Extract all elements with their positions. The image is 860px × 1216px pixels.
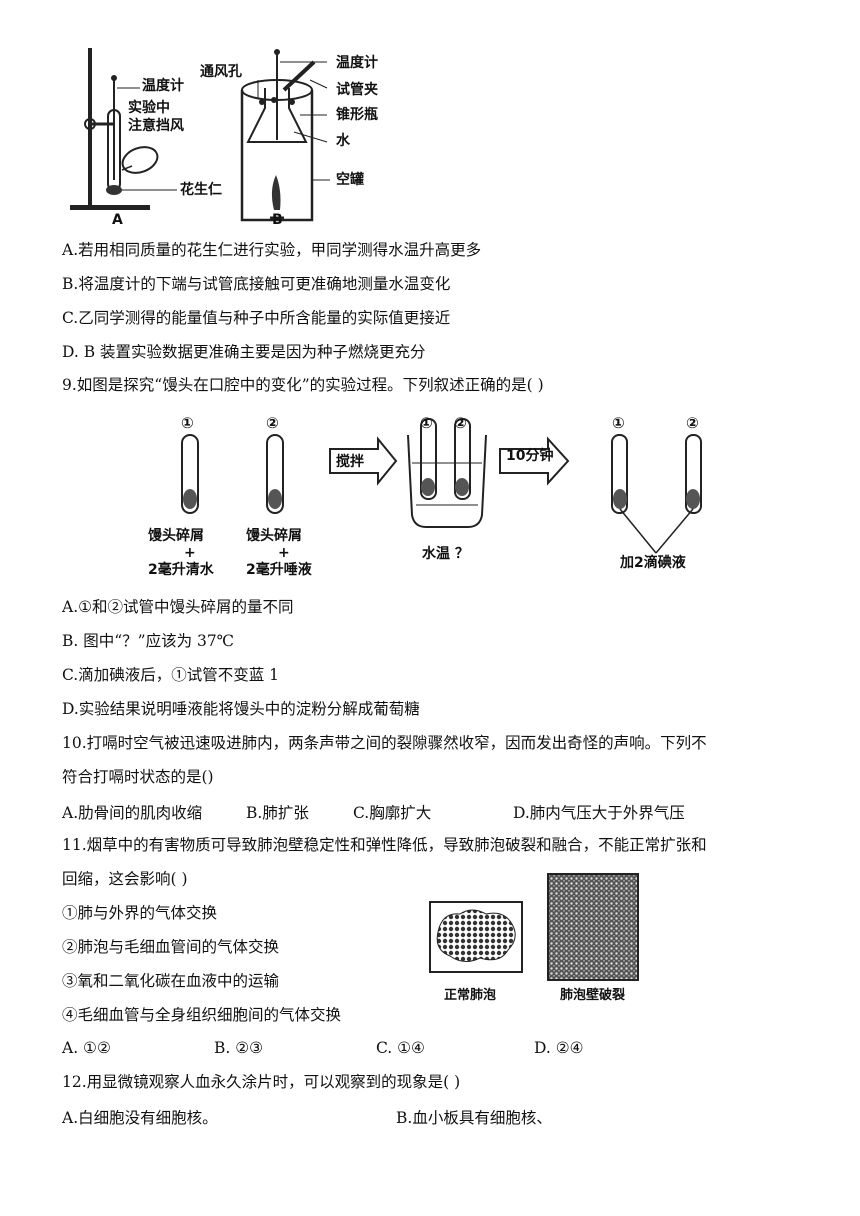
tube2-label-saliva: 2毫升唾液 [246,562,312,578]
q11-item-3: ③氧和二氧化碳在血液中的运输 [62,972,280,990]
fig8-b-vent-label: 通风孔 [200,64,242,80]
alveoli-figure [429,873,639,981]
fig8-a-caption: A [112,212,123,228]
q12-option-a: A.白细胞没有细胞核。 [62,1109,218,1127]
fig8-a-peanut-label: 花生仁 [180,182,222,198]
stir-arrow-label: 搅拌 [336,454,364,470]
q10-option-a: A.肋骨间的肌肉收缩 [62,804,203,822]
tube2-number-label: ② [266,414,279,432]
q11-item-2: ②肺泡与毛细血管间的气体交换 [62,938,280,956]
fig8-b-caption: B [272,212,283,228]
q11-item-4: ④毛细血管与全身组织细胞间的气体交换 [62,1006,342,1024]
q12-option-b: B.血小板具有细胞核、 [396,1109,552,1127]
q8-option-d: D. B 装置实验数据更准确主要是因为种子燃烧更充分 [62,343,426,361]
fig8-b-thermometer-label: 温度计 [336,55,378,71]
beaker-tube1-number: ① [420,414,433,432]
q9-option-b: B. 图中“？”应该为 37℃ [62,632,235,650]
q9-option-d: D.实验结果说明唾液能将馒头中的淀粉分解成葡萄糖 [62,700,420,718]
broken-alveoli-label: 肺泡壁破裂 [560,988,626,1003]
normal-alveoli-label: 正常肺泡 [444,988,497,1003]
tube1-number-label: ① [181,414,194,432]
q10-stem-line1: 10.打嗝时空气被迅速吸进肺内，两条声带之间的裂隙骤然收窄，因而发出奇怪的声响。… [62,734,707,752]
q9-option-c: C.滴加碘液后，①试管不变蓝 1 [62,666,280,684]
fig8-a-thermometer-label: 温度计 [142,78,184,94]
q10-option-b: B.肺扩张 [246,804,309,822]
q11-item-1: ①肺与外界的气体交换 [62,904,218,922]
q8-option-c: C.乙同学测得的能量值与种子中所含能量的实际值更接近 [62,309,451,327]
tube1-plus: + [184,545,196,561]
q9-option-a: A.①和②试管中馒头碎屑的量不同 [62,598,294,616]
fig8-b-water-label: 水 [336,133,350,149]
fig8-a-note1-label: 实验中 [128,100,170,116]
q10-stem-line2: 符合打嗝时状态的是() [62,768,214,786]
saliva-experiment-figure [181,418,702,554]
q8-option-a: A.若用相同质量的花生仁进行实验，甲同学测得水温升高更多 [62,241,482,259]
fig8-b-can-label: 空罐 [336,172,364,188]
q11-option-b: B. ②③ [214,1039,264,1057]
fig8-b-flask-label: 锥形瓶 [336,107,378,123]
fig8-b-clamp-label: 试管夹 [336,82,378,98]
iodine-label: 加2滴碘液 [620,555,686,571]
q11-stem-line1: 11.烟草中的有害物质可导致肺泡壁稳定性和弹性降低，导致肺泡破裂和融合，不能正常… [62,836,707,854]
q11-option-d: D. ②④ [534,1039,584,1057]
q10-option-d: D.肺内气压大于外界气压 [513,804,685,822]
q12-stem: 12.用显微镜观察人血永久涂片时，可以观察到的现象是( ) [62,1073,461,1091]
beaker-tube2-number: ② [454,414,467,432]
q11-option-a: A. ①② [62,1039,111,1057]
q9-stem: 9.如图是探究“馒头在口腔中的变化”的实验过程。下列叙述正确的是( ) [62,376,544,394]
water-temp-label: 水温 ？ [422,546,469,562]
tube1-label-crumbs: 馒头碎屑 [148,528,204,544]
apparatus-figure [70,48,330,222]
fig8-a-note2-label: 注意挡风 [128,118,184,134]
final-tube2-number: ② [686,414,699,432]
tube1-label-water: 2毫升清水 [148,562,214,578]
final-tube1-number: ① [612,414,625,432]
q8-option-b: B.将温度计的下端与试管底接触可更准确地测量水温变化 [62,275,451,293]
tube2-label-crumbs: 馒头碎屑 [246,528,302,544]
q11-option-c: C. ①④ [376,1039,425,1057]
q11-stem-line2: 回缩，这会影响( ) [62,870,188,888]
tube2-plus: + [278,545,290,561]
q10-option-c: C.胸廓扩大 [353,804,432,822]
ten-minutes-label: 10分钟 [506,448,554,464]
